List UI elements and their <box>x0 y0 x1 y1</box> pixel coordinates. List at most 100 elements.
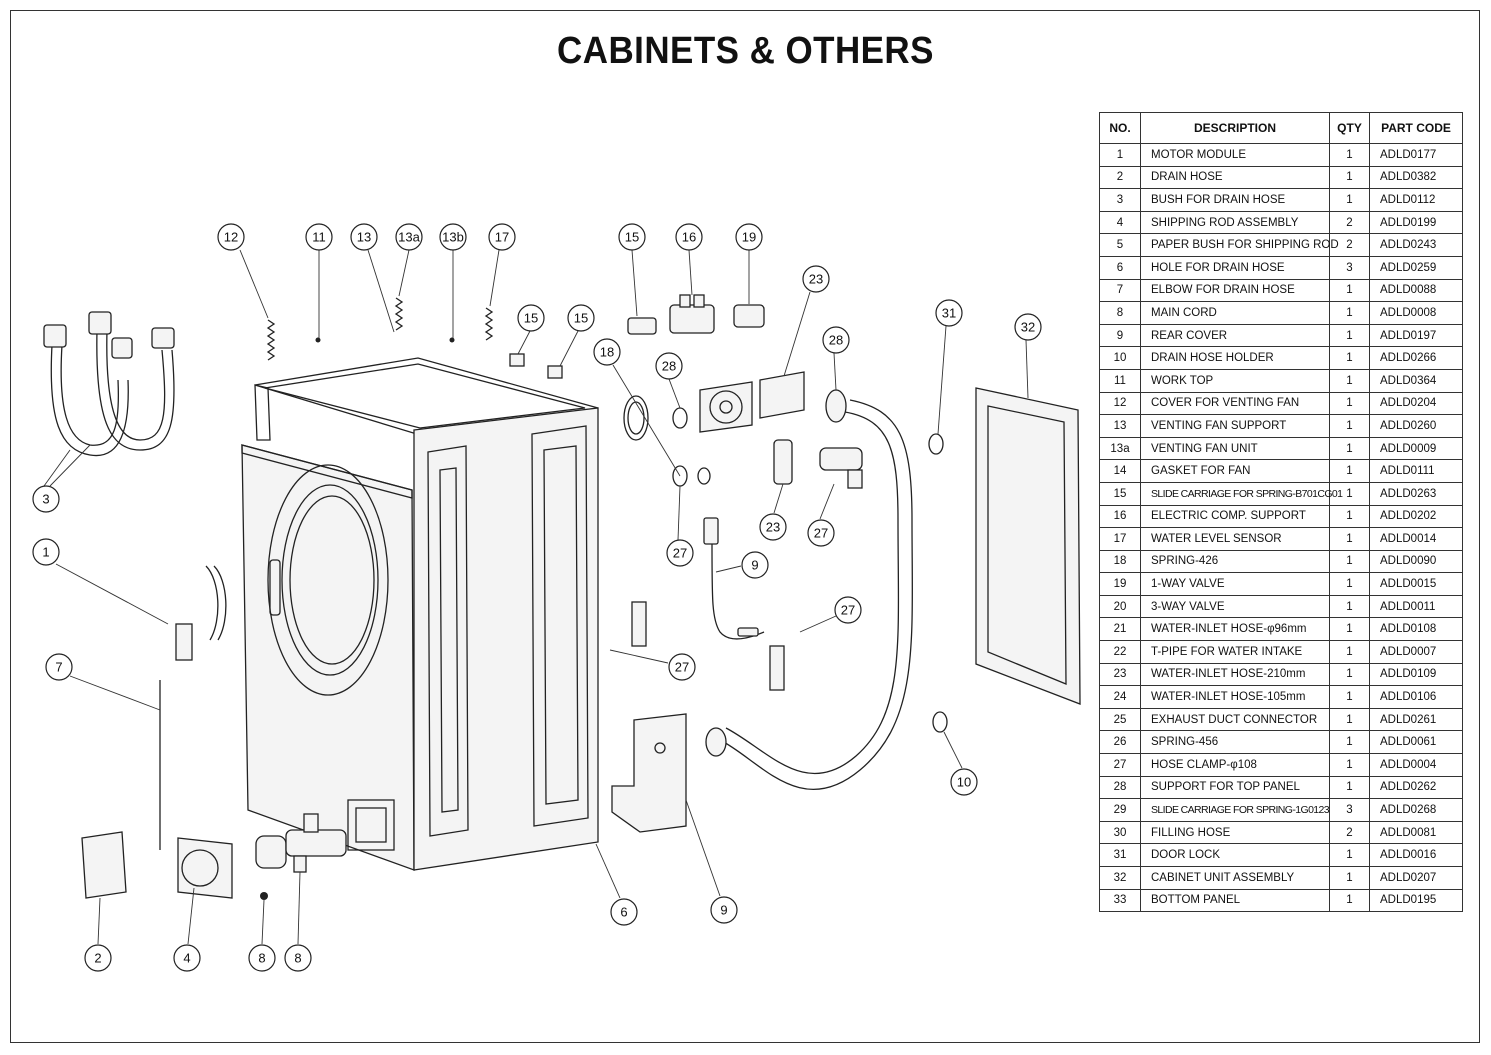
svg-text:8: 8 <box>258 951 265 966</box>
svg-text:17: 17 <box>495 230 509 245</box>
part-description: WATER-INLET HOSE-φ96mm <box>1140 617 1330 642</box>
svg-text:31: 31 <box>942 306 956 321</box>
part-code: ADLD0015 <box>1369 572 1463 596</box>
part-code: ADLD0112 <box>1369 188 1463 212</box>
part-qty: 1 <box>1329 504 1370 529</box>
callout-1: 1 <box>32 538 60 566</box>
svg-text:9: 9 <box>720 903 727 918</box>
callout-18: 18 <box>593 338 621 366</box>
part-code: ADLD0008 <box>1369 301 1463 325</box>
part-code: ADLD0007 <box>1369 640 1463 664</box>
part-qty: 1 <box>1329 866 1370 890</box>
callout-23: 23 <box>802 265 830 293</box>
part-qty: 1 <box>1329 346 1370 370</box>
part-code: ADLD0259 <box>1369 255 1463 280</box>
svg-text:28: 28 <box>662 359 676 374</box>
svg-text:27: 27 <box>814 526 828 541</box>
header-part-code: PART CODE <box>1369 112 1463 144</box>
part-number: 9 <box>1099 323 1141 348</box>
fan-unit-drawing <box>699 371 805 433</box>
part-code: ADLD0011 <box>1369 594 1463 619</box>
callout-13: 13 <box>350 223 378 251</box>
part-qty: 1 <box>1329 594 1370 619</box>
part-number: 21 <box>1099 617 1141 642</box>
part-description: ELBOW FOR DRAIN HOSE <box>1140 278 1330 303</box>
part-code: ADLD0061 <box>1369 730 1463 755</box>
part-number: 30 <box>1099 820 1141 845</box>
part-code: ADLD0111 <box>1369 459 1463 483</box>
callout-15: 15 <box>567 304 595 332</box>
callout-8: 8 <box>284 944 312 972</box>
callout-7: 7 <box>45 653 73 681</box>
svg-text:2: 2 <box>94 951 101 966</box>
part-description: SPRING-456 <box>1140 730 1330 755</box>
svg-text:6: 6 <box>620 905 627 920</box>
part-number: 2 <box>1099 165 1141 190</box>
part-number: 1 <box>1099 143 1141 167</box>
part-qty: 1 <box>1329 188 1370 212</box>
part-code: ADLD0204 <box>1369 391 1463 416</box>
part-number: 4 <box>1099 210 1141 235</box>
part-description: VENTING FAN UNIT <box>1140 436 1330 461</box>
leader-lines <box>43 249 1029 945</box>
svg-text:16: 16 <box>682 230 696 245</box>
svg-text:27: 27 <box>675 660 689 675</box>
part-number: 33 <box>1099 888 1141 913</box>
part-qty: 1 <box>1329 323 1370 348</box>
svg-text:1: 1 <box>42 545 49 560</box>
part-description: BUSH FOR DRAIN HOSE <box>1140 188 1330 212</box>
svg-text:3: 3 <box>42 492 49 507</box>
part-number: 12 <box>1099 391 1141 416</box>
t-pipe-drawing <box>773 439 863 489</box>
part-code: ADLD0195 <box>1369 888 1463 913</box>
part-description: MAIN CORD <box>1140 301 1330 325</box>
part-code: ADLD0090 <box>1369 549 1463 574</box>
callout-28: 28 <box>822 326 850 354</box>
part-description: WORK TOP <box>1140 368 1330 393</box>
svg-text:15: 15 <box>574 311 588 326</box>
part-description: HOSE CLAMP-φ108 <box>1140 753 1330 777</box>
page-title: CABINETS & OTHERS <box>557 30 934 72</box>
part-code: ADLD0177 <box>1369 143 1463 167</box>
part-number: 29 <box>1099 798 1141 822</box>
part-code: ADLD0108 <box>1369 617 1463 642</box>
svg-text:4: 4 <box>183 951 190 966</box>
part-qty: 1 <box>1329 414 1370 438</box>
svg-text:28: 28 <box>829 333 843 348</box>
door-panel-drawing <box>975 387 1081 705</box>
part-code: ADLD0243 <box>1369 233 1463 257</box>
callout-32: 32 <box>1014 313 1042 341</box>
part-code: ADLD0109 <box>1369 662 1463 687</box>
svg-text:12: 12 <box>224 230 238 245</box>
svg-text:13a: 13a <box>398 230 420 245</box>
part-description: WATER-INLET HOSE-210mm <box>1140 662 1330 687</box>
part-code: ADLD0263 <box>1369 481 1463 506</box>
cabinet-drawing <box>241 357 599 871</box>
lower-parts-drawing <box>81 565 347 900</box>
callout-2: 2 <box>84 944 112 972</box>
part-code: ADLD0202 <box>1369 504 1463 529</box>
part-qty: 1 <box>1329 707 1370 732</box>
part-number: 27 <box>1099 753 1141 777</box>
callout-16: 16 <box>675 223 703 251</box>
part-number: 23 <box>1099 662 1141 687</box>
part-description: COVER FOR VENTING FAN <box>1140 391 1330 416</box>
part-qty: 1 <box>1329 775 1370 800</box>
svg-text:11: 11 <box>312 230 326 245</box>
part-code: ADLD0197 <box>1369 323 1463 348</box>
part-number: 17 <box>1099 527 1141 551</box>
